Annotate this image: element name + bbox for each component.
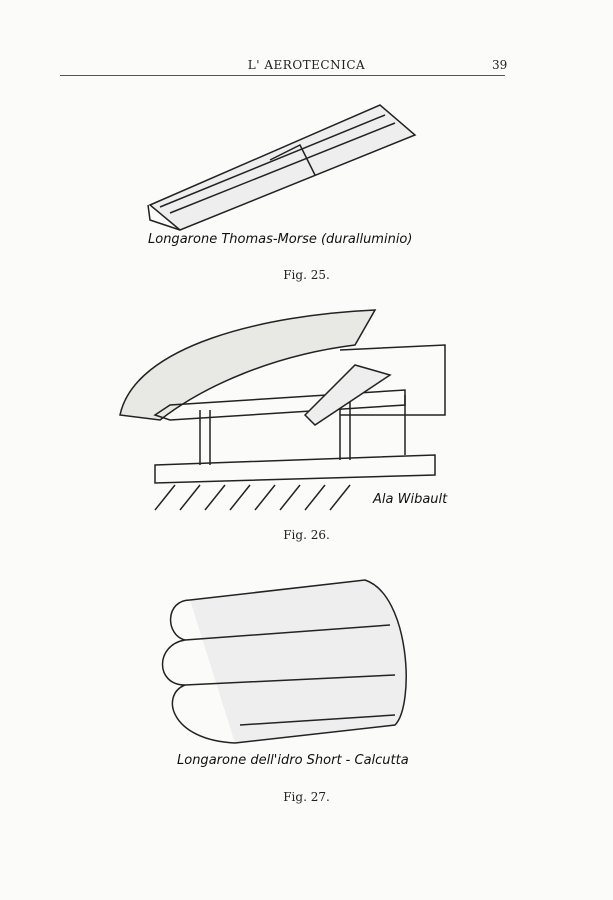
figure-25-label: Longarone Thomas-Morse (duralluminio): [148, 232, 413, 247]
figure-27-illustration: [161, 579, 407, 744]
header-rule: [60, 75, 505, 76]
figure-27-label: Longarone dell'idro Short - Calcutta: [177, 753, 409, 768]
figure-26-illustration: [119, 309, 446, 511]
figure-26-caption: Fig. 26.: [283, 528, 330, 542]
figure-25-caption: Fig. 25.: [283, 268, 330, 282]
page-number: 39: [492, 58, 508, 72]
figure-27-caption: Fig. 27.: [283, 790, 330, 804]
figure-26-label: Ala Wibault: [373, 492, 448, 507]
running-header-title: L' AEROTECNICA: [247, 58, 366, 72]
figure-25-illustration: [147, 104, 417, 231]
